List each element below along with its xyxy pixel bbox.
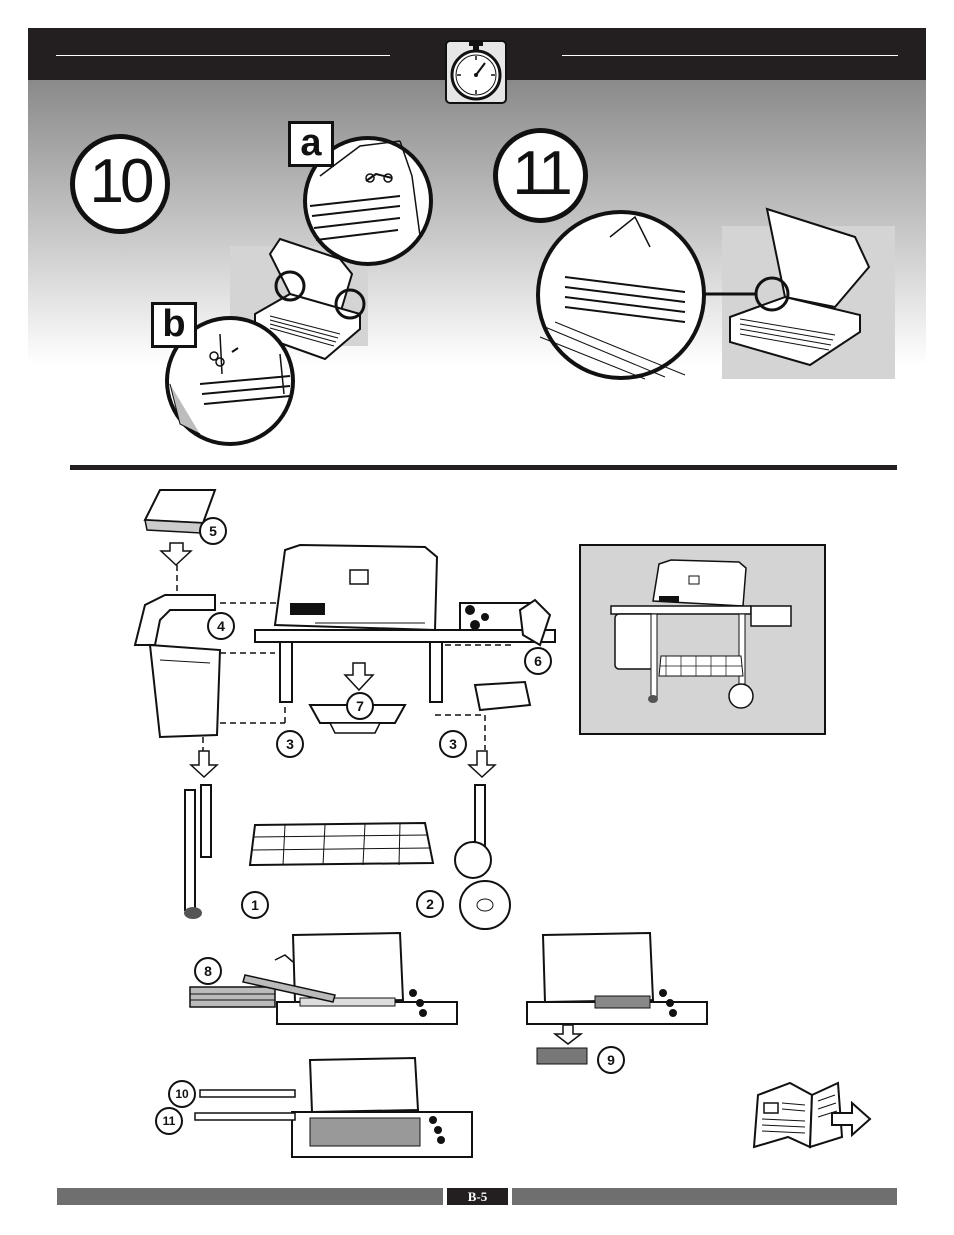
detail-a-label: a [288,121,334,167]
callout-part-11: 11 [155,1107,183,1135]
header-rule-right [562,55,898,56]
callout-part-6-text: 6 [534,653,542,669]
footer-bar-right [512,1188,897,1205]
detail-b-label: b [151,302,197,348]
step-10-number: 10 [75,151,165,213]
cooking-grates-diagram [185,930,715,1170]
callout-part-11-text: 11 [163,1114,176,1128]
callout-part-7-text: 7 [356,698,364,714]
callout-part-4: 4 [207,612,235,640]
page-number: B-5 [447,1188,508,1205]
callout-part-10: 10 [168,1080,196,1108]
step-11-number: 11 [498,143,583,205]
callout-part-5-text: 5 [209,523,217,539]
section-divider [70,465,897,470]
callout-part-7: 7 [346,692,374,720]
callout-part-3-right: 3 [439,730,467,758]
callout-part-3-left: 3 [276,730,304,758]
callout-part-5: 5 [199,517,227,545]
manual-next-page-icon [750,1075,872,1153]
assembled-grill-inset [579,544,826,735]
callout-part-9-text: 9 [607,1052,615,1068]
callout-part-1-text: 1 [251,897,259,913]
header-rule-left [56,55,390,56]
callout-part-1: 1 [241,891,269,919]
footer-bar-left [57,1188,443,1205]
step-11-illustration [535,207,895,382]
callout-part-9: 9 [597,1046,625,1074]
callout-part-6: 6 [524,647,552,675]
callout-part-4-text: 4 [217,618,225,634]
callout-part-8: 8 [194,957,222,985]
callout-part-8-text: 8 [204,963,212,979]
callout-part-2: 2 [416,890,444,918]
step-10-badge: 10 [70,134,170,234]
stopwatch-icon [445,38,507,104]
exploded-assembly-diagram [125,485,565,935]
assembled-grill-illustration [581,546,824,733]
callout-part-3-left-text: 3 [286,736,294,752]
callout-part-10-text: 10 [175,1087,188,1101]
callout-part-2-text: 2 [426,896,434,912]
callout-part-3-right-text: 3 [449,736,457,752]
